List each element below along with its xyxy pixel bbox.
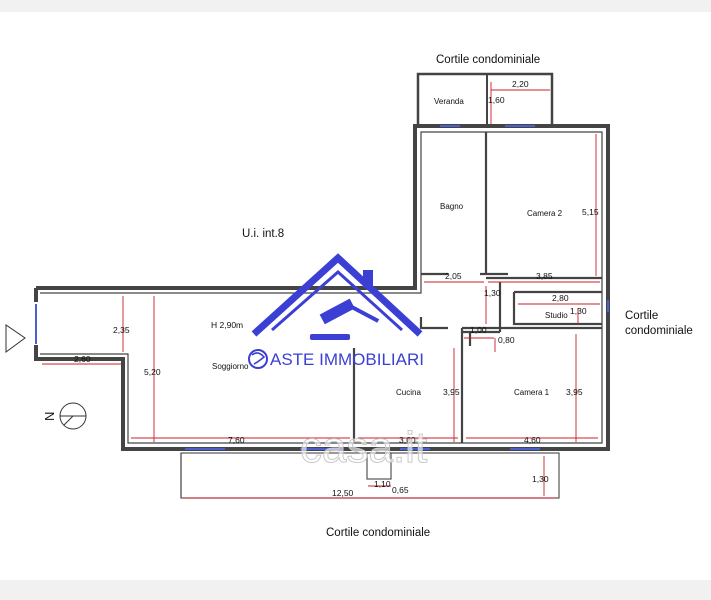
dim-5-15: 5,15 <box>582 207 599 217</box>
room-cucina: Cucina <box>396 388 421 397</box>
wall-bath-small <box>462 312 502 346</box>
wall-studio <box>512 290 602 326</box>
unit-label: U.i. int.8 <box>242 228 284 240</box>
aste-immobiliari-logo: ASTE IMMOBILIARI <box>248 253 424 369</box>
dim-3-95-kitchen: 3,95 <box>443 387 460 397</box>
outer-wall-inner <box>40 131 603 444</box>
dim-0-65: 0,65 <box>392 485 409 495</box>
room-soggiorno: Soggiorno <box>212 362 249 371</box>
wall-corridor-top <box>419 317 448 330</box>
dim-2-35: 2,35 <box>113 325 130 335</box>
dimension-lines <box>42 82 600 499</box>
dim-5-20: 5,20 <box>144 367 161 377</box>
dim-1-60: 1,60 <box>488 95 505 105</box>
dim-1-30: 1,30 <box>570 306 587 316</box>
room-camera-1: Camera 1 <box>514 388 550 397</box>
partitions <box>352 132 602 443</box>
dim-2-60: 2,60 <box>74 354 91 364</box>
house-inner-roof <box>271 269 404 332</box>
gavel-icon <box>310 298 380 340</box>
dim-7-60: 7,60 <box>228 435 245 445</box>
aste-immobiliari-brand: ASTE IMMOBILIARI <box>270 350 424 369</box>
dim-3-95-bedroom: 3,95 <box>566 387 583 397</box>
room-bagno: Bagno <box>440 202 464 211</box>
dim-2-20: 2,20 <box>512 79 529 89</box>
entrance-arrow-icon <box>5 324 26 353</box>
dim-0-80: 0,80 <box>498 335 515 345</box>
dim-1-00: 1,00 <box>470 325 487 335</box>
cortile-right-label-1: Cortile <box>625 310 658 322</box>
dim-1-30-balcony: 1,30 <box>532 474 549 484</box>
floor-plan: 2,20 1,60 5,15 2,05 3,85 1,30 2,80 1,30 … <box>5 54 693 539</box>
cortile-right-label-2: condominiale <box>625 325 693 337</box>
walls <box>34 72 610 451</box>
dim-1-30: 1,30 <box>484 288 501 298</box>
dim-3-60: 3,60 <box>399 435 416 445</box>
dimension-labels: 2,20 1,60 5,15 2,05 3,85 1,30 2,80 1,30 … <box>74 79 599 498</box>
dim-2-05: 2,05 <box>445 271 462 281</box>
cortile-top-label: Cortile condominiale <box>436 54 540 66</box>
balcony-niche <box>366 452 392 480</box>
north-label: N <box>42 412 57 421</box>
chimney <box>363 270 373 288</box>
cortile-bottom-label: Cortile condominiale <box>326 527 430 539</box>
dim-12-50: 12,50 <box>332 488 354 498</box>
windows <box>35 125 609 450</box>
outer-wall <box>34 124 610 451</box>
floor-plan-sheet: 2,20 1,60 5,15 2,05 3,85 1,30 2,80 1,30 … <box>0 12 711 580</box>
dim-4-60: 4,60 <box>524 435 541 445</box>
height-label: H 2,90m <box>211 320 243 330</box>
dim-2-80: 2,80 <box>552 293 569 303</box>
veranda-wall <box>416 72 554 126</box>
north-indicator: N <box>42 402 87 430</box>
room-studio: Studio <box>545 311 568 320</box>
room-camera-2: Camera 2 <box>527 209 563 218</box>
house-roof <box>251 253 423 337</box>
dim-1-10: 1,10 <box>374 479 391 489</box>
dim-3-85: 3,85 <box>536 271 553 281</box>
room-labels: Cortile condominiale Cortile condominial… <box>211 54 693 539</box>
globe-icon <box>248 349 268 369</box>
casa-it-watermark: casa.it <box>300 423 427 472</box>
room-veranda: Veranda <box>434 97 464 106</box>
